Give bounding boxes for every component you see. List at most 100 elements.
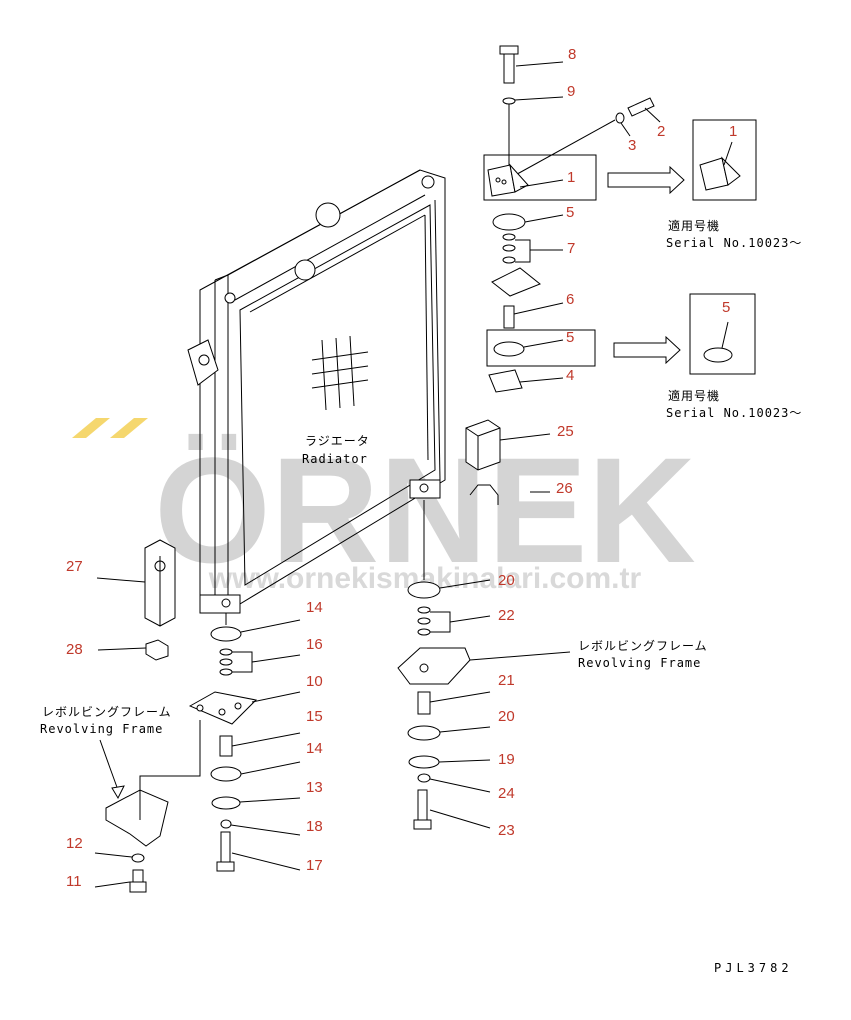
bolt-2 xyxy=(627,97,655,117)
radiator-filler-icon xyxy=(294,259,316,281)
bolt-23 xyxy=(417,789,428,823)
collar-21 xyxy=(417,691,431,715)
washer-9 xyxy=(502,97,516,105)
callout-5b: 5 xyxy=(566,329,574,346)
callout-18: 18 xyxy=(306,818,323,835)
serial-label-en-1: Serial No.10023～ xyxy=(666,236,802,250)
washers-22 xyxy=(417,628,431,636)
callout-8: 8 xyxy=(568,46,576,63)
washer-5-box xyxy=(486,329,596,367)
washer-20 xyxy=(407,581,441,599)
bracket-1-box xyxy=(483,154,597,201)
watermark: ÖRNEK www.ornekismakinalari.com.tr xyxy=(72,418,696,595)
left-lower-mount xyxy=(139,613,301,872)
callouts: 8 9 2 3 1 1 5 7 6 5 5 4 25 26 27 28 14 1… xyxy=(66,46,737,890)
right-lower-mount: レボルビングフレーム Revolving Frame xyxy=(397,500,707,830)
serial-ref-box-2 xyxy=(689,293,756,375)
callout-14b: 14 xyxy=(306,740,323,757)
radiator-label-jp: ラジエータ xyxy=(305,434,370,448)
bracket-10 xyxy=(188,691,258,725)
callout-24: 24 xyxy=(498,785,515,802)
arrow-right-icon xyxy=(607,165,685,195)
collar-6 xyxy=(503,305,515,329)
callout-7: 7 xyxy=(567,240,575,257)
callout-17: 17 xyxy=(306,857,323,874)
revolving-frame-label-en-left: Revolving Frame xyxy=(40,722,163,736)
callout-10: 10 xyxy=(306,673,323,690)
serial-ref-1: 適用号機 Serial No.10023～ xyxy=(607,119,802,250)
collar-15 xyxy=(219,735,233,757)
callout-4: 4 xyxy=(566,367,574,384)
callout-20b: 20 xyxy=(498,708,515,725)
block-25 xyxy=(465,419,501,471)
callout-9: 9 xyxy=(567,83,575,100)
watermark-accent-right xyxy=(110,418,148,438)
callout-5: 5 xyxy=(566,204,574,221)
parts-25-26 xyxy=(465,419,551,505)
radiator-label-en: Radiator xyxy=(302,452,368,466)
callout-23: 23 xyxy=(498,822,515,839)
revolving-frame-label-jp-left: レボルビングフレーム xyxy=(42,705,172,719)
callout-28: 28 xyxy=(66,641,83,658)
washer-18 xyxy=(220,819,232,829)
callout-27: 27 xyxy=(66,558,83,575)
washers-16 xyxy=(219,668,233,676)
washer-5-detail xyxy=(703,347,733,363)
plate-4 xyxy=(488,369,523,393)
callout-6: 6 xyxy=(566,291,574,308)
serial-ref-2: 適用号機 Serial No.10023～ xyxy=(613,293,802,420)
callout-19: 19 xyxy=(498,751,515,768)
callout-13: 13 xyxy=(306,779,323,796)
radiator-top-mount-icon xyxy=(421,175,435,189)
top-mount-assembly xyxy=(483,45,661,393)
callout-21: 21 xyxy=(498,672,515,689)
callout-1: 1 xyxy=(567,169,575,186)
radiator-grid-icon xyxy=(311,335,369,411)
washer-14 xyxy=(210,626,242,642)
callout-12: 12 xyxy=(66,835,83,852)
serial-ref-box-1 xyxy=(692,119,757,201)
washer-13 xyxy=(211,796,241,810)
bolt-17 xyxy=(220,831,231,865)
callout-3: 3 xyxy=(628,137,636,154)
radiator-cap-icon xyxy=(315,202,341,228)
callout-22: 22 xyxy=(498,607,515,624)
block-28 xyxy=(145,639,169,661)
watermark-accent-left xyxy=(72,418,110,438)
arrow-right-icon xyxy=(613,335,681,365)
washer-19 xyxy=(408,755,440,769)
radiator-core xyxy=(239,204,436,586)
washer-5 xyxy=(492,213,526,231)
callout-1-detail: 1 xyxy=(729,123,737,140)
callout-11: 11 xyxy=(66,873,82,890)
revolving-frame-bracket-right xyxy=(397,647,471,685)
radiator-bottom-mount xyxy=(199,594,241,614)
callout-16: 16 xyxy=(306,636,323,653)
washer-20b xyxy=(407,725,441,741)
parts-27-28 xyxy=(96,539,176,661)
washer-12 xyxy=(131,853,145,863)
callout-25: 25 xyxy=(557,423,574,440)
revolving-frame-bracket-left xyxy=(105,789,169,847)
serial-label-jp-1: 適用号機 xyxy=(668,218,720,233)
revolving-frame-label-en-right: Revolving Frame xyxy=(578,656,701,670)
washer-5b xyxy=(493,341,525,357)
serial-label-en-2: Serial No.10023～ xyxy=(666,406,802,420)
callout-5-detail: 5 xyxy=(722,299,730,316)
washers-7 xyxy=(502,256,516,264)
washer-3 xyxy=(615,112,625,124)
clip-26 xyxy=(469,484,499,505)
left-revolving-frame: レボルビングフレーム Revolving Frame xyxy=(40,705,172,893)
washer-24 xyxy=(417,773,431,783)
callout-26: 26 xyxy=(556,480,573,497)
callout-20: 20 xyxy=(498,572,515,589)
serial-label-jp-2: 適用号機 xyxy=(668,388,720,403)
callout-15: 15 xyxy=(306,708,323,725)
drawing-code: PJL3782 xyxy=(714,961,793,975)
arrow-down-icon xyxy=(111,785,125,800)
plate-under-7 xyxy=(491,267,541,297)
callout-14: 14 xyxy=(306,599,323,616)
radiator: ラジエータ Radiator xyxy=(187,169,446,614)
